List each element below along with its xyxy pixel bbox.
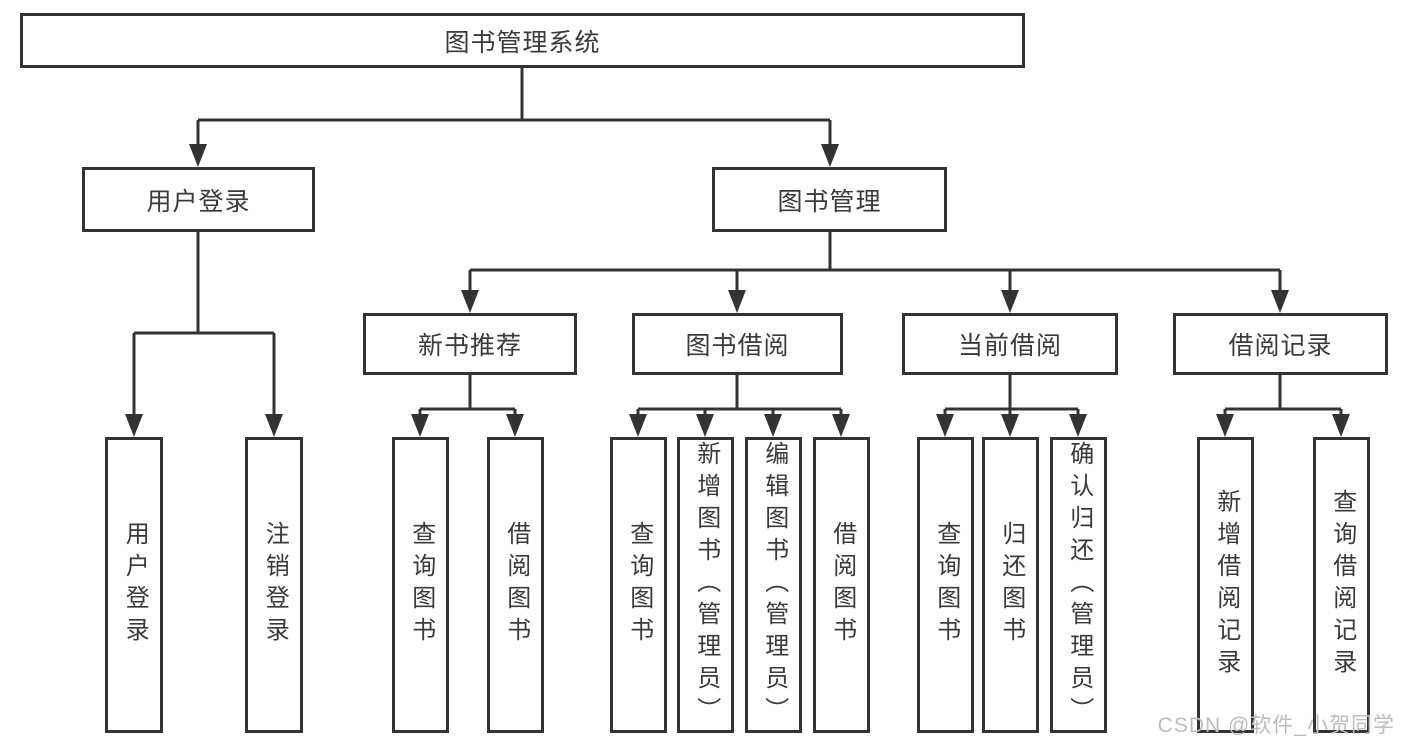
leaf-label: 新增借阅记录 [1212, 489, 1240, 681]
leaf-label: 编辑图书（管理员） [760, 441, 788, 729]
root-node: 图书管理系统 [20, 13, 1025, 68]
leaf-label: 查询图书 [407, 521, 435, 649]
leaf-add-book-admin: 新增图书（管理员） [677, 437, 734, 733]
leaf-query-book: 查询图书 [917, 437, 974, 733]
leaf-label: 查询图书 [932, 521, 960, 649]
leaf-query-book: 查询图书 [610, 437, 667, 733]
leaf-query-book: 查询图书 [392, 437, 449, 733]
leaf-label: 确认归还（管理员） [1065, 441, 1093, 729]
leaf-edit-book-admin: 编辑图书（管理员） [745, 437, 802, 733]
watermark: CSDN @软件_小贺同学 [1157, 714, 1395, 737]
current-borrow-node: 当前借阅 [902, 313, 1118, 375]
leaf-borrow-book: 借阅图书 [487, 437, 544, 733]
leaf-query-borrow-record: 查询借阅记录 [1313, 437, 1370, 733]
leaf-add-borrow-record: 新增借阅记录 [1197, 437, 1254, 733]
leaf-return-book: 归还图书 [982, 437, 1039, 733]
new-book-recommend-node: 新书推荐 [363, 313, 577, 375]
leaf-logout: 注销登录 [245, 437, 303, 733]
arrowheads [125, 144, 1350, 437]
leaf-label: 借阅图书 [502, 521, 530, 649]
borrow-record-node: 借阅记录 [1173, 313, 1388, 375]
leaf-user-login: 用户登录 [105, 437, 163, 733]
leaf-label: 查询借阅记录 [1328, 489, 1356, 681]
leaf-confirm-return-admin: 确认归还（管理员） [1050, 437, 1107, 733]
leaf-label: 注销登录 [261, 521, 289, 649]
leaf-label: 用户登录 [121, 521, 149, 649]
leaf-label: 借阅图书 [828, 521, 856, 649]
leaf-label: 新增图书（管理员） [692, 441, 720, 729]
book-borrow-node: 图书借阅 [632, 313, 843, 375]
leaf-label: 归还图书 [997, 521, 1025, 649]
book-management-node: 图书管理 [712, 167, 947, 232]
user-login-node: 用户登录 [82, 167, 315, 232]
leaf-borrow-book: 借阅图书 [813, 437, 870, 733]
leaf-label: 查询图书 [625, 521, 653, 649]
